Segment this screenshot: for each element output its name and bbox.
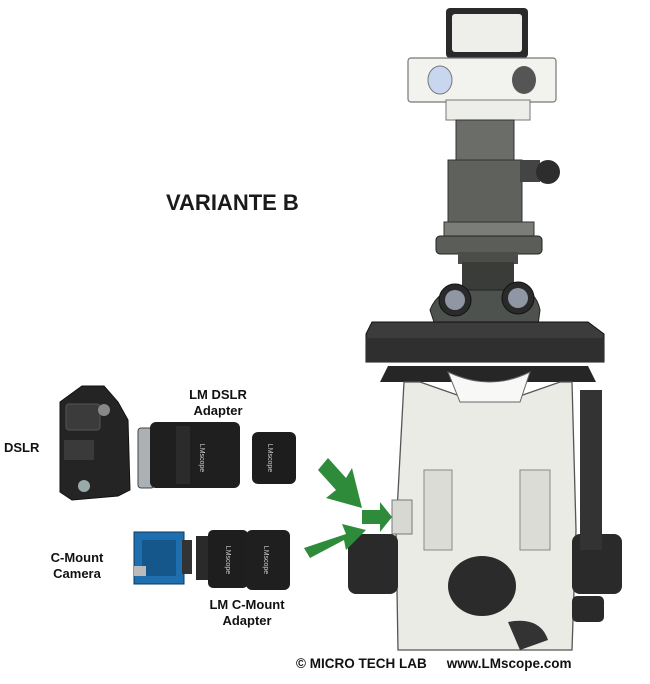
cmount-adapter: LMscope LMscope [196, 530, 290, 590]
dslr-adapter-label: LM DSLR Adapter [189, 387, 247, 418]
cmount-camera-label: C-Mount Camera [50, 550, 104, 581]
arrow-upper-icon [318, 458, 362, 508]
copyright-url: www.LMscope.com [446, 656, 572, 671]
cmount-camera [133, 531, 192, 585]
copyright-line: © MICRO TECH LAB www.LMscope.com [296, 656, 591, 672]
cmount-adapter-label: LM C-Mount Adapter [209, 597, 285, 628]
dslr-adapter: LMscope LMscope [137, 422, 296, 489]
arrow-middle-icon [362, 502, 392, 532]
microscope-body [348, 370, 622, 651]
dslr-camera [59, 385, 131, 501]
microscope-stage [365, 321, 605, 382]
arrow-lower-icon [304, 524, 366, 558]
dslr-adapter-marking: LMscope [198, 444, 205, 473]
illumination-pillar [435, 119, 560, 264]
variant-title: VARIANTE B [166, 190, 299, 215]
copyright-owner: © MICRO TECH LAB [296, 656, 427, 671]
connection-arrows [304, 458, 392, 558]
inverted-microscope [348, 8, 622, 651]
dslr-label: DSLR [4, 440, 40, 455]
dslr-ring-marking: LMscope [266, 444, 273, 473]
cmount-adapter-marking: LMscope [224, 546, 231, 575]
cmount-ring-marking: LMscope [262, 546, 269, 575]
lamp-housing [407, 8, 557, 121]
